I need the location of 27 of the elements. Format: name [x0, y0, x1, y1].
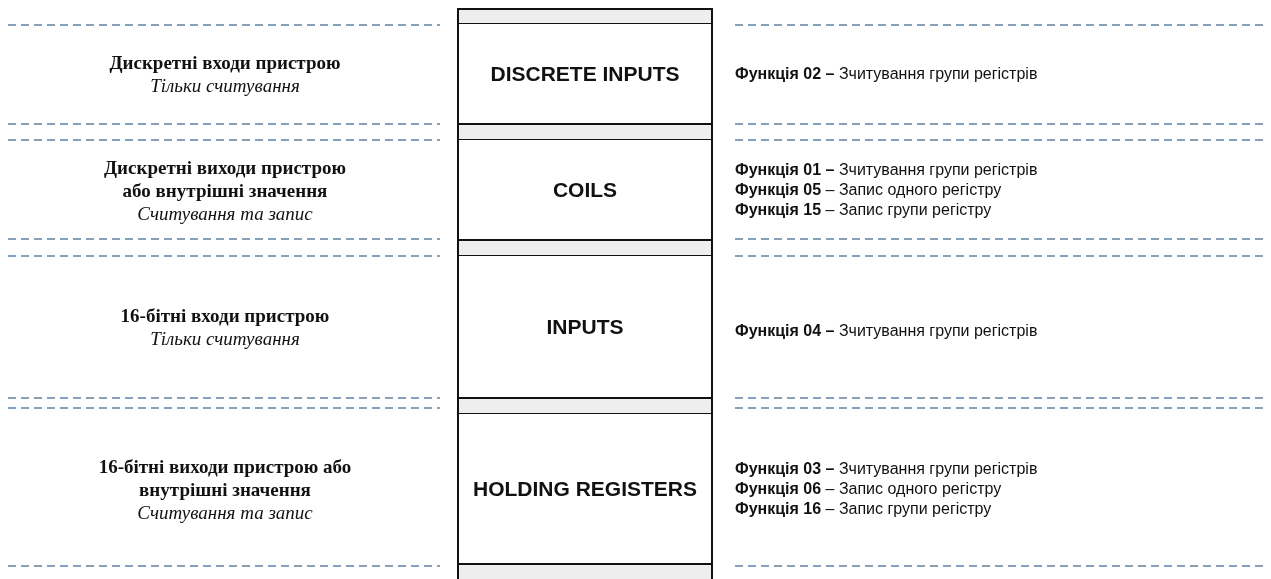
block-title: HOLDING REGISTERS	[473, 477, 697, 501]
function-description: Функція 06 – Запис одного регістру	[735, 479, 1003, 499]
access-note: Тільки считування	[150, 74, 300, 97]
block-title: INPUTS	[546, 315, 624, 339]
register-block	[457, 256, 713, 398]
description-heading: 16-бітні входи пристрою	[120, 304, 330, 327]
access-note: Считування та запис	[137, 500, 313, 524]
description-heading: Дискретні входи пристрою	[109, 51, 341, 74]
description-heading: 16-бітні виходи пристрою або внутрішні значення	[97, 454, 353, 501]
separator-bar	[457, 397, 713, 415]
block-title: COILS	[552, 178, 618, 202]
separator-bar	[457, 123, 713, 141]
function-description: Функція 05 – Запис одного регістру	[735, 180, 1003, 200]
function-description: Функція 01 – Зчитування групи регістрів	[735, 160, 1039, 180]
register-block	[457, 140, 713, 240]
function-description: Функція 03 – Зчитування групи регістрів	[735, 459, 1039, 479]
block-title: DISCRETE INPUTS	[490, 62, 680, 86]
register-block	[457, 414, 713, 564]
function-description: Функція 16 – Запис групи регістру	[735, 499, 993, 519]
function-description: Функція 02 – Зчитування групи регістрів	[735, 64, 1039, 84]
function-description: Функція 04 – Зчитування групи регістрів	[735, 321, 1039, 341]
description-heading: Дискретні виходи пристрою або внутрішні значення	[103, 155, 347, 202]
register-block	[457, 24, 713, 124]
access-note: Тільки считування	[150, 327, 300, 350]
separator-bar	[457, 239, 713, 257]
access-note: Считування та запис	[137, 201, 313, 225]
function-description: Функція 15 – Запис групи регістру	[735, 200, 993, 220]
